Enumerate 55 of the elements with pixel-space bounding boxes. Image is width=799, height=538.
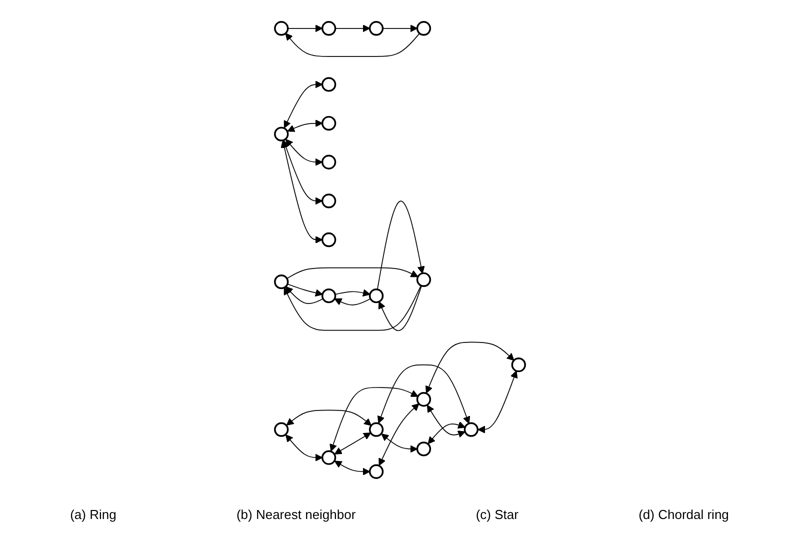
arrow xyxy=(283,80,322,128)
arrow xyxy=(284,434,322,461)
arrow xyxy=(477,370,518,433)
arrow xyxy=(282,140,322,204)
caption: (c) Star xyxy=(476,507,518,522)
arrow xyxy=(378,402,419,466)
arrow xyxy=(286,283,322,296)
arrow xyxy=(286,24,322,32)
arrow xyxy=(334,432,371,454)
arrow xyxy=(284,286,323,304)
node-circle xyxy=(321,115,336,130)
arrow xyxy=(376,364,470,424)
node-circle xyxy=(321,20,336,36)
arrow xyxy=(280,140,322,244)
caption: (a) Ring xyxy=(70,507,116,522)
node-circle xyxy=(463,422,478,436)
arrow xyxy=(284,138,322,166)
node-circle xyxy=(321,450,336,464)
arrow xyxy=(334,460,370,475)
arrow xyxy=(378,284,422,331)
node-circle xyxy=(368,422,384,436)
arrow xyxy=(286,266,418,278)
node-circle xyxy=(321,154,336,169)
node-circle xyxy=(274,274,288,289)
node-circle xyxy=(416,441,431,456)
node-circle xyxy=(416,272,431,286)
arrow xyxy=(376,200,424,290)
arrow xyxy=(426,404,465,438)
node-circle xyxy=(368,288,384,303)
arrow xyxy=(329,386,418,451)
node-circle xyxy=(321,232,336,247)
caption: (d) Chordal ring xyxy=(638,507,729,522)
node-circle xyxy=(321,288,336,303)
node-circle xyxy=(368,464,384,478)
arrow xyxy=(380,433,418,452)
arrow xyxy=(284,32,420,56)
node-circle xyxy=(510,357,526,372)
node-circle xyxy=(416,392,431,406)
arrow xyxy=(286,119,322,132)
arrow xyxy=(283,284,421,330)
arrow xyxy=(424,341,514,393)
arrow xyxy=(382,24,418,32)
node-circle xyxy=(274,126,288,141)
arrow xyxy=(334,298,370,305)
node-circle xyxy=(274,422,288,436)
arrow xyxy=(427,420,465,444)
node-circle xyxy=(368,20,384,36)
arrow xyxy=(286,409,372,426)
arrow xyxy=(334,288,370,296)
node-circle xyxy=(321,76,336,92)
node-circle xyxy=(416,20,431,36)
caption: (b) Nearest neighbor xyxy=(236,507,356,522)
arrow xyxy=(334,24,370,32)
node-circle xyxy=(274,20,288,36)
node-circle xyxy=(321,193,336,208)
